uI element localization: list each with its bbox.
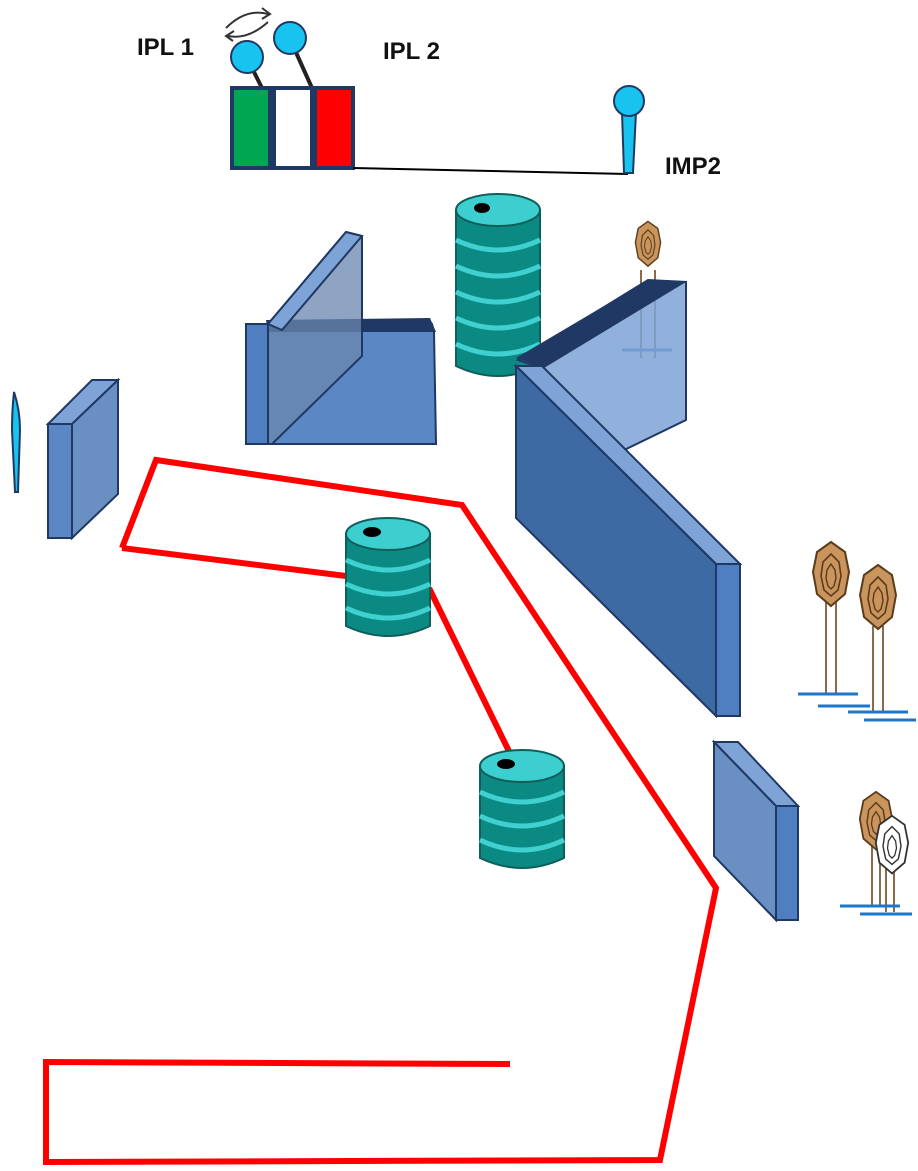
left-popper-icon bbox=[10, 391, 22, 493]
ipl2-popper-icon bbox=[273, 21, 314, 89]
activator-red-box bbox=[313, 86, 355, 170]
imp2-popper-icon bbox=[613, 85, 645, 174]
ipl2-label: IPL 2 bbox=[383, 38, 440, 65]
activation-cable bbox=[352, 167, 629, 175]
barrel-icon bbox=[346, 518, 430, 636]
activator-green-box bbox=[230, 86, 272, 170]
shooting-area-boundary bbox=[43, 456, 720, 1166]
paper-target-icon bbox=[848, 564, 916, 722]
barrel-icon bbox=[480, 750, 564, 868]
activator-white-box bbox=[272, 86, 314, 170]
swap-arrows-icon bbox=[224, 7, 272, 42]
ipl1-label: IPL 1 bbox=[137, 34, 194, 61]
lower-right-barricade-panel bbox=[711, 739, 801, 923]
no-shoot-target-icon bbox=[840, 814, 912, 916]
imp2-label: IMP2 bbox=[665, 153, 722, 180]
right-diagonal-barricade bbox=[513, 278, 743, 719]
paper-target-icon bbox=[798, 541, 870, 708]
barrel-icon bbox=[456, 194, 540, 376]
corner-barricade bbox=[245, 230, 438, 445]
ipl1-popper-icon bbox=[230, 40, 264, 89]
left-barricade-panel bbox=[45, 377, 121, 541]
